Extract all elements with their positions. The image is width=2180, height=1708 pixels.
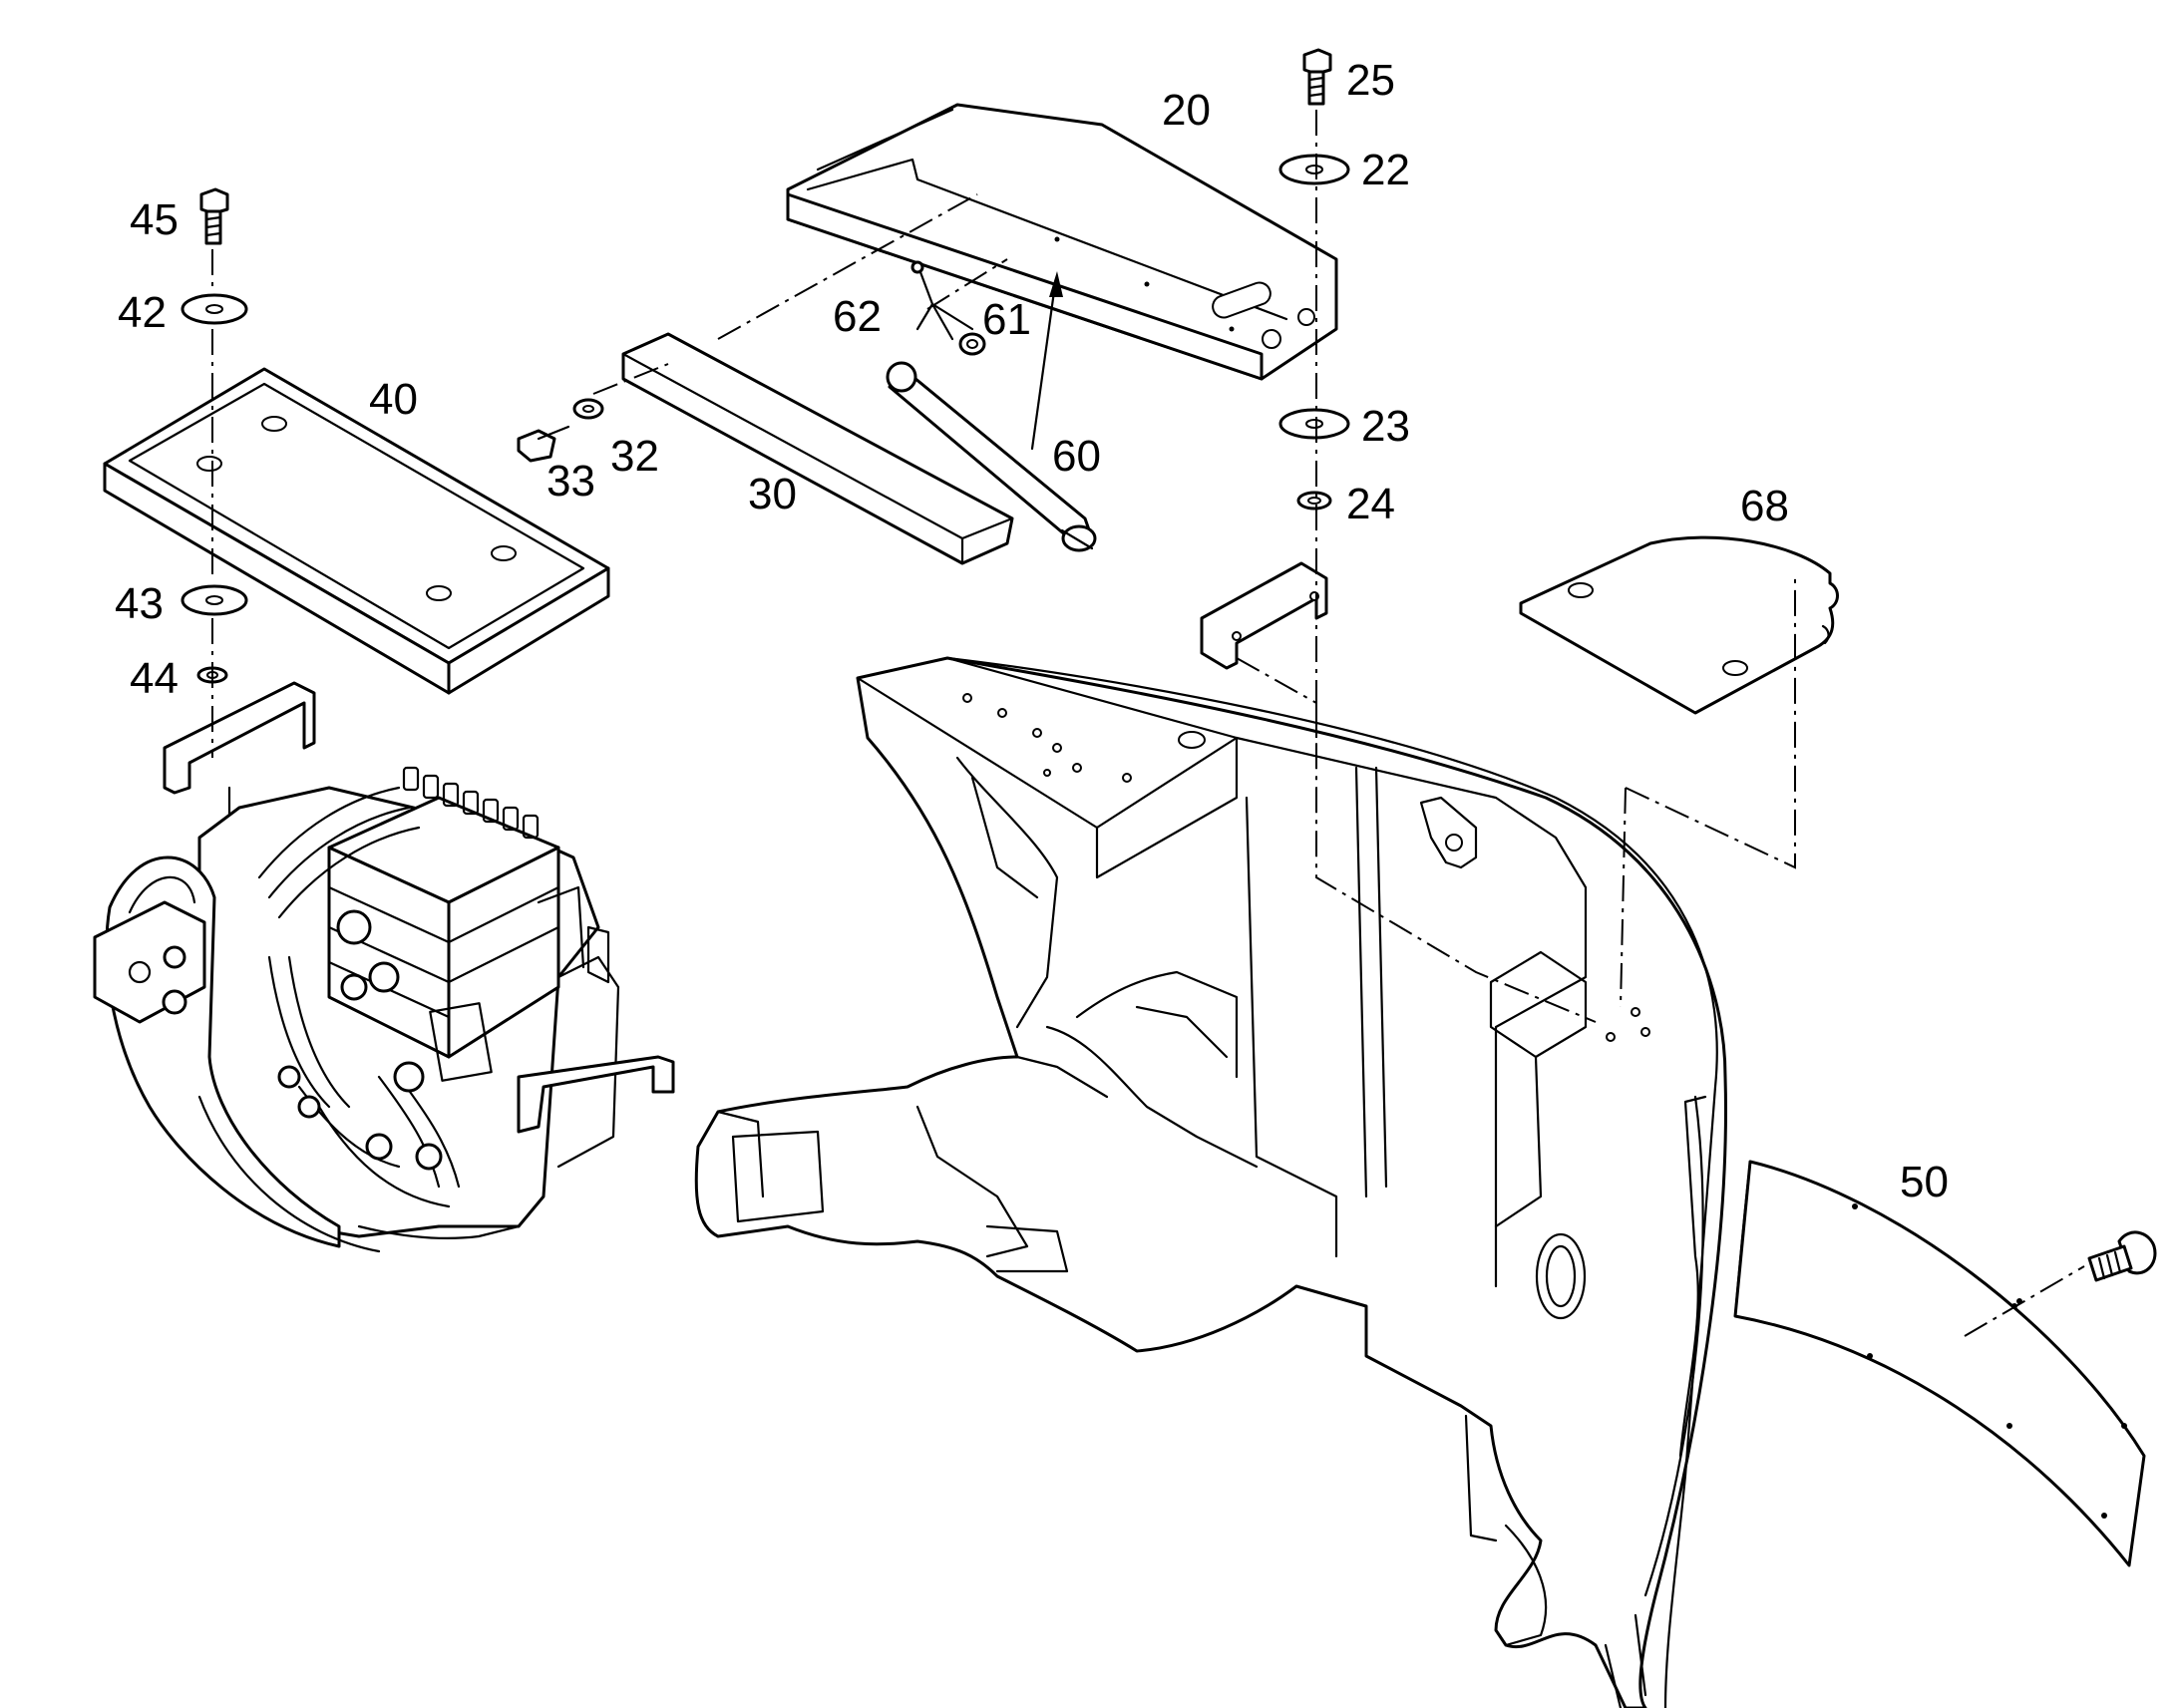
screw-50 xyxy=(2087,1230,2157,1282)
counterweight-body xyxy=(694,656,1727,1708)
callout-61: 61 xyxy=(982,295,1031,344)
callout-25: 25 xyxy=(1346,56,1395,105)
callout-43: 43 xyxy=(115,579,164,628)
fastener-stack-left xyxy=(181,187,248,684)
callout-20: 20 xyxy=(1162,86,1211,135)
part-61-nut xyxy=(958,332,986,356)
callout-44: 44 xyxy=(130,654,179,703)
part-68-cover-sheet xyxy=(1519,535,1839,715)
valve-block-assembly xyxy=(93,681,675,1253)
part-30-bar xyxy=(621,332,1014,565)
callout-30: 30 xyxy=(748,470,797,518)
part-20-cover-plate xyxy=(786,103,1338,381)
callout-33: 33 xyxy=(546,457,595,506)
fastener-32-33 xyxy=(517,398,604,463)
callout-23: 23 xyxy=(1361,402,1410,451)
callout-60: 60 xyxy=(1052,432,1101,481)
part-50-side-sheet xyxy=(1733,1160,2146,1567)
callout-62: 62 xyxy=(833,292,882,341)
callout-45: 45 xyxy=(130,195,179,244)
callout-labels: 20 22 23 24 25 30 32 33 40 42 43 44 45 5… xyxy=(115,56,1949,1206)
callout-42: 42 xyxy=(118,288,167,337)
part-40-plate xyxy=(103,367,610,695)
part-60-rod xyxy=(886,361,1097,552)
callout-50: 50 xyxy=(1900,1158,1949,1206)
leader-arrow-60 xyxy=(1030,271,1063,451)
assembly-centerlines xyxy=(211,110,2085,1337)
callout-68: 68 xyxy=(1740,482,1789,530)
callout-40: 40 xyxy=(369,375,418,424)
bracket-right xyxy=(1200,561,1328,670)
callout-32: 32 xyxy=(610,432,659,481)
fastener-stack-right xyxy=(1278,48,1350,511)
callout-24: 24 xyxy=(1346,480,1395,528)
callout-22: 22 xyxy=(1361,146,1410,194)
